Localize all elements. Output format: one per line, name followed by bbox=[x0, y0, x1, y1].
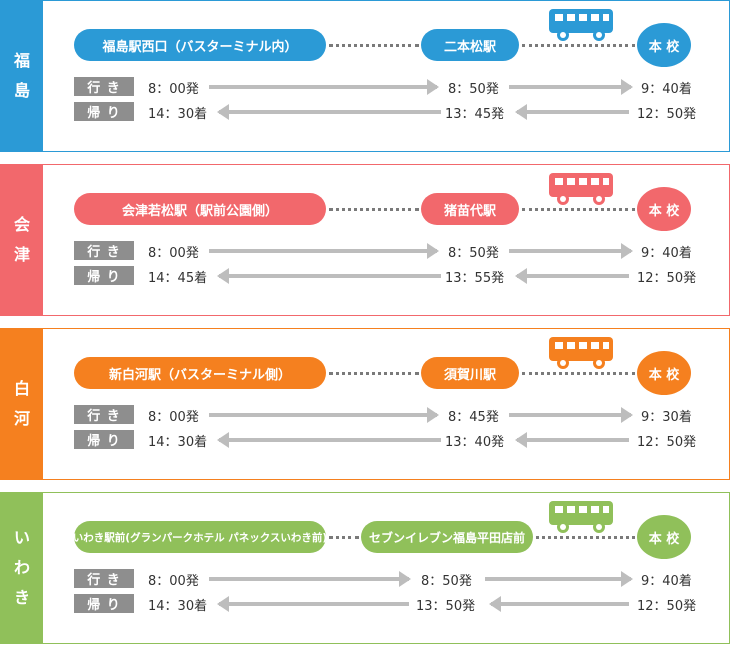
go-via-time: 8：50発 bbox=[421, 574, 472, 589]
via-stop: 須賀川駅 bbox=[421, 357, 519, 389]
go-tag: 行 き bbox=[74, 241, 134, 260]
route-aizu: 会津 会津若松駅（駅前公園側） 猪苗代駅 本 校 行 き 8：00発 8：50発… bbox=[0, 164, 730, 316]
route-dots bbox=[329, 208, 419, 211]
go-arrow bbox=[209, 243, 439, 259]
back-depart-time: 12：50発 bbox=[637, 599, 697, 614]
back-via-time: 13：40発 bbox=[445, 435, 505, 450]
route-dots bbox=[329, 536, 359, 539]
go-depart-time: 8：00発 bbox=[148, 246, 199, 261]
back-arrow bbox=[515, 268, 629, 284]
back-arrow bbox=[217, 268, 441, 284]
back-arrow bbox=[515, 432, 629, 448]
back-arrow bbox=[217, 432, 441, 448]
region-label: 白河 bbox=[1, 329, 43, 479]
school-stop: 本 校 bbox=[637, 23, 691, 67]
back-via-time: 13：45発 bbox=[445, 107, 505, 122]
via-stop: 二本松駅 bbox=[421, 29, 519, 61]
origin-stop: 新白河駅（バスターミナル側） bbox=[74, 357, 326, 389]
school-stop: 本 校 bbox=[637, 351, 691, 395]
route-dots bbox=[522, 208, 635, 211]
bus-icon bbox=[549, 337, 613, 369]
back-tag: 帰 り bbox=[74, 102, 134, 121]
go-via-time: 8：45発 bbox=[448, 410, 499, 425]
origin-stop: いわき駅前(グランパークホテル パネックスいわき前) bbox=[73, 521, 327, 553]
region-label: 会津 bbox=[1, 165, 43, 315]
go-depart-time: 8：00発 bbox=[148, 82, 199, 97]
go-depart-time: 8：00発 bbox=[148, 410, 199, 425]
bus-icon bbox=[549, 9, 613, 41]
back-arrive-time: 14：30着 bbox=[148, 599, 208, 614]
route-iwaki: いわき いわき駅前(グランパークホテル パネックスいわき前) セブンイレブン福島… bbox=[0, 492, 730, 644]
go-depart-time: 8：00発 bbox=[148, 574, 199, 589]
go-tag: 行 き bbox=[74, 405, 134, 424]
go-via-time: 8：50発 bbox=[448, 246, 499, 261]
back-tag: 帰 り bbox=[74, 594, 134, 613]
back-depart-time: 12：50発 bbox=[637, 435, 697, 450]
go-arrive-time: 9：30着 bbox=[641, 410, 692, 425]
go-arrow bbox=[209, 571, 411, 587]
route-dots bbox=[329, 44, 419, 47]
go-arrive-time: 9：40着 bbox=[641, 574, 692, 589]
route-dots bbox=[536, 536, 635, 539]
go-tag: 行 き bbox=[74, 77, 134, 96]
back-via-time: 13：55発 bbox=[445, 271, 505, 286]
go-arrow bbox=[485, 571, 633, 587]
via-stop: 猪苗代駅 bbox=[421, 193, 519, 225]
back-arrow bbox=[217, 104, 441, 120]
via-stop: セブンイレブン福島平田店前 bbox=[361, 521, 533, 553]
back-tag: 帰 り bbox=[74, 266, 134, 285]
back-arrow bbox=[217, 596, 409, 612]
route-shirakawa: 白河 新白河駅（バスターミナル側） 須賀川駅 本 校 行 き 8：00発 8：4… bbox=[0, 328, 730, 480]
go-arrow bbox=[509, 79, 633, 95]
route-dots bbox=[329, 372, 419, 375]
region-label: 福島 bbox=[1, 1, 43, 151]
school-stop: 本 校 bbox=[637, 515, 691, 559]
go-arrow bbox=[209, 79, 439, 95]
back-depart-time: 12：50発 bbox=[637, 107, 697, 122]
back-arrow bbox=[489, 596, 629, 612]
bus-icon bbox=[549, 173, 613, 205]
go-arrow bbox=[509, 243, 633, 259]
route-dots bbox=[522, 44, 635, 47]
origin-stop: 福島駅西口（バスターミナル内） bbox=[74, 29, 326, 61]
back-arrow bbox=[515, 104, 629, 120]
school-stop: 本 校 bbox=[637, 187, 691, 231]
go-tag: 行 き bbox=[74, 569, 134, 588]
go-arrow bbox=[209, 407, 439, 423]
route-dots bbox=[522, 372, 635, 375]
back-tag: 帰 り bbox=[74, 430, 134, 449]
back-via-time: 13：50発 bbox=[416, 599, 476, 614]
go-arrive-time: 9：40着 bbox=[641, 82, 692, 97]
origin-stop: 会津若松駅（駅前公園側） bbox=[74, 193, 326, 225]
back-depart-time: 12：50発 bbox=[637, 271, 697, 286]
go-arrow bbox=[509, 407, 633, 423]
route-fukushima: 福島 福島駅西口（バスターミナル内） 二本松駅 本 校 行 き 8：00発 8：… bbox=[0, 0, 730, 152]
back-arrive-time: 14：30着 bbox=[148, 435, 208, 450]
back-arrive-time: 14：45着 bbox=[148, 271, 208, 286]
back-arrive-time: 14：30着 bbox=[148, 107, 208, 122]
bus-icon bbox=[549, 501, 613, 533]
region-label: いわき bbox=[1, 493, 43, 643]
go-via-time: 8：50発 bbox=[448, 82, 499, 97]
go-arrive-time: 9：40着 bbox=[641, 246, 692, 261]
